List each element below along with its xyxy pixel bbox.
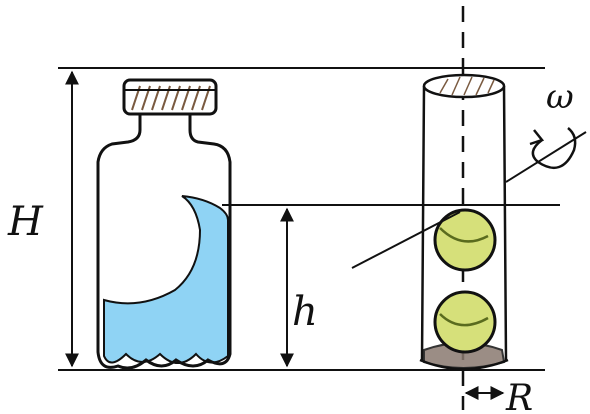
bottle xyxy=(96,78,232,370)
ball-pointer-line xyxy=(351,211,461,269)
tennis-ball-upper xyxy=(433,208,497,272)
bottle-outline xyxy=(96,114,232,370)
radius-label: R xyxy=(505,378,533,414)
tennis-ball-lower xyxy=(433,290,497,354)
tube-top-ellipse xyxy=(422,73,506,99)
tube xyxy=(419,73,509,371)
angular-velocity-label: ω xyxy=(546,77,574,117)
bottle-cap xyxy=(122,78,218,116)
rotation-arrow-icon xyxy=(529,127,577,170)
bottle-liquid xyxy=(103,195,229,364)
liquid-height-label: h xyxy=(292,289,318,335)
omega-pointer-line xyxy=(505,131,587,183)
total-height-label: H xyxy=(7,199,44,245)
tube-outline xyxy=(420,85,508,361)
